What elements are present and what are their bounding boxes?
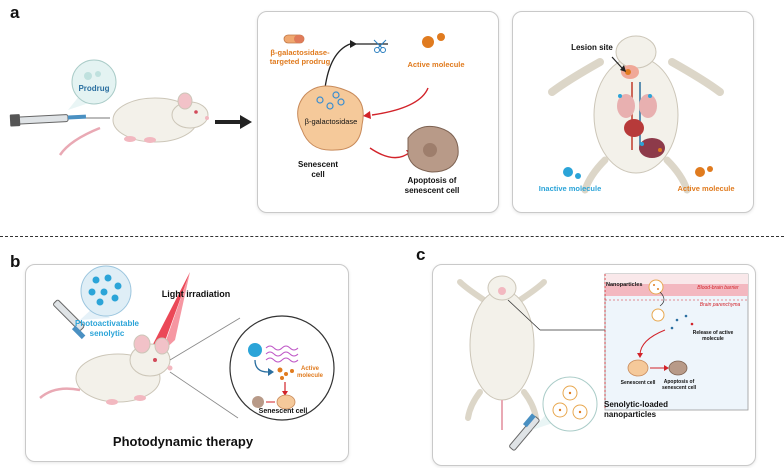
panel-a-letter: a	[10, 3, 20, 22]
apoptosis-label-c-2: senescent cell	[662, 385, 697, 391]
panel-a-lesion-box	[512, 11, 754, 213]
inactive-molecule-label: Inactive molecule	[538, 184, 602, 193]
photoactivatable-label-2: senolytic	[89, 329, 125, 338]
panel-b-letter: b	[10, 252, 21, 271]
nanoparticles-label: Nanoparticles	[606, 282, 643, 288]
light-irradiation-label: Light irradiation	[161, 289, 231, 299]
senescent-cell-label-c: Senescent cell	[620, 380, 656, 386]
bbb-label: Blood-brain barrier	[697, 285, 739, 291]
targeted-prodrug-label-1: β-galactosidase-	[270, 48, 330, 57]
lesion-site-label: Lesion site	[571, 43, 613, 52]
senescent-cell-label-b: Senescent cell	[258, 408, 308, 415]
beta-galactosidase-label: β-galactosidase	[304, 117, 358, 126]
prodrug-label: Prodrug	[78, 84, 110, 93]
active-molecule-label-right: Active molecule	[677, 184, 735, 193]
photodynamic-therapy-title: Photodynamic therapy	[112, 434, 254, 449]
panel-c-box	[432, 264, 756, 466]
release-label-1: Release of active	[692, 330, 734, 336]
panel-c-letter: c	[416, 245, 426, 264]
apoptosis-label-c-1: Apoptosis of	[663, 379, 695, 385]
apoptosis-label-1: Apoptosis of	[407, 176, 457, 185]
release-label-2: molecule	[702, 336, 724, 342]
senescent-cell-label-1: Senescent	[298, 160, 339, 169]
brain-parenchyma-label: Brain parenchyma	[699, 302, 741, 308]
active-molecule-label-b-1: Active	[300, 366, 319, 372]
targeted-prodrug-label-2: targeted prodrug	[269, 57, 331, 66]
panel-divider	[0, 236, 784, 237]
mouse-icon	[58, 92, 209, 156]
senescent-cell-label-2: cell	[311, 170, 325, 179]
panel-a-mechanism-box	[257, 11, 499, 213]
prodrug-callout	[71, 59, 117, 105]
arrow-icon	[215, 115, 252, 129]
syringe-icon	[9, 114, 110, 127]
active-molecule-label: Active molecule	[407, 60, 465, 69]
photoactivatable-label-1: Photoactivatable	[74, 319, 139, 328]
senolytic-loaded-label-2: nanoparticles	[604, 410, 657, 419]
senolytic-loaded-label-1: Senolytic-loaded	[604, 400, 669, 409]
apoptosis-label-2: senescent cell	[404, 186, 460, 195]
active-molecule-label-b-2: molecule	[296, 373, 323, 379]
